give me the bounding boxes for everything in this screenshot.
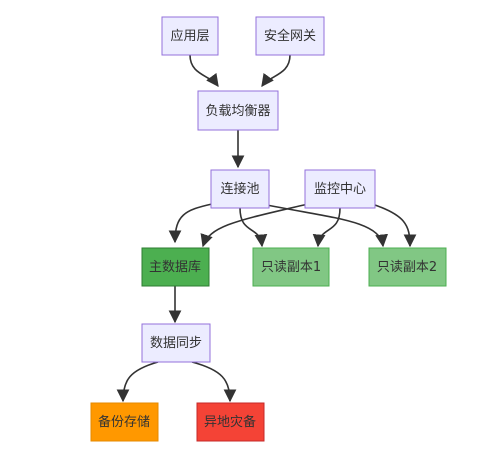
node-app-layer[interactable]: 应用层 [161, 16, 219, 56]
edge-monitor-to-replica2 [371, 203, 417, 248]
node-backup-storage-label: 备份存储 [98, 414, 150, 430]
edge-sync-to-backup [116, 361, 159, 403]
edge-pool-to-primary [168, 203, 213, 244]
edge-pool-to-replica2 [261, 203, 389, 248]
node-replica-1-label: 只读副本1 [261, 260, 321, 275]
edge-sync-to-dr [191, 361, 237, 403]
node-security-gateway[interactable]: 安全网关 [255, 16, 325, 56]
edge-monitor-to-primary [200, 203, 309, 248]
node-monitor-center-label: 监控中心 [314, 182, 366, 197]
node-backup-storage[interactable]: 备份存储 [90, 402, 159, 442]
node-load-balancer-label: 负载均衡器 [205, 104, 270, 119]
node-app-layer-label: 应用层 [170, 28, 209, 44]
node-offsite-dr-label: 异地灾备 [204, 414, 256, 430]
node-monitor-center[interactable]: 监控中心 [304, 169, 376, 209]
node-replica-1[interactable]: 只读副本1 [252, 247, 330, 287]
node-offsite-dr[interactable]: 异地灾备 [196, 402, 265, 442]
node-data-sync[interactable]: 数据同步 [141, 323, 211, 363]
node-replica-2-label: 只读副本2 [377, 260, 437, 275]
edge-gateway-to-lb [261, 54, 291, 88]
edge-app-to-lb [189, 54, 219, 88]
node-load-balancer[interactable]: 负载均衡器 [197, 90, 279, 131]
node-replica-2[interactable]: 只读副本2 [368, 247, 447, 287]
node-security-gateway-label: 安全网关 [264, 28, 316, 44]
edge-monitor-to-replica1 [312, 207, 341, 248]
edge-pool-to-replica1 [239, 207, 268, 248]
node-primary-db[interactable]: 主数据库 [141, 247, 210, 287]
node-connection-pool[interactable]: 连接池 [210, 169, 270, 209]
node-connection-pool-label: 连接池 [220, 181, 259, 197]
node-data-sync-label: 数据同步 [150, 336, 202, 351]
node-primary-db-label: 主数据库 [149, 259, 201, 275]
